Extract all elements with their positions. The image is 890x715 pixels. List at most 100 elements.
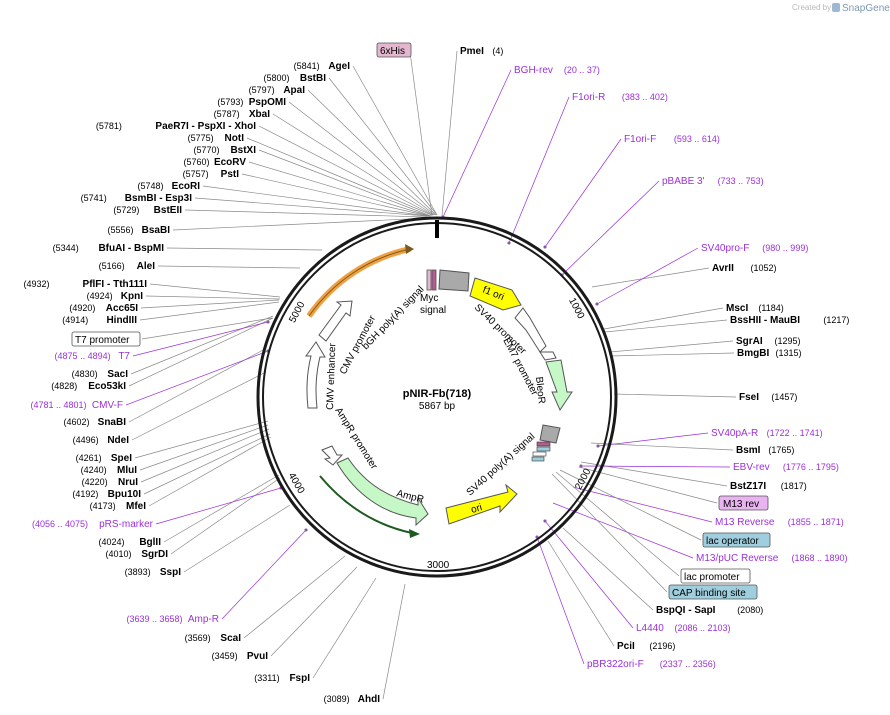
callout-line <box>555 471 680 577</box>
sv40-polya-box[interactable] <box>539 424 561 444</box>
enzyme-ahdi: AhdI <box>358 694 380 705</box>
enzyme-noti: NotI <box>225 133 245 144</box>
enzyme-ndei: NdeI <box>107 435 129 446</box>
lac-operator-label-box[interactable] <box>702 532 771 548</box>
enzyme-position-bmgbi: (1315) <box>776 348 802 358</box>
bleor-arrow[interactable] <box>545 359 573 412</box>
cap-binding-label-box[interactable] <box>668 584 758 600</box>
enzyme-position-nrui: (4220) <box>82 477 108 487</box>
callout-line <box>246 137 433 216</box>
callout-line <box>140 428 270 483</box>
tick-4000: 4000 <box>286 471 307 496</box>
cmv-promoter-arrow[interactable] <box>318 300 353 342</box>
primer-t7: T7 <box>118 351 130 362</box>
enzyme-position-fspi: (3311) <box>254 673 279 683</box>
primer-ebv-rev: EBV-rev <box>733 462 770 473</box>
bleor-label: BleoR <box>533 376 547 404</box>
cap-binding-box[interactable] <box>531 456 545 462</box>
primer-range-m13-puc-reverse: (1868 .. 1890) <box>792 553 848 563</box>
t7-promoter-label: T7 promoter <box>75 335 130 346</box>
enzyme-sspi: SspI <box>160 567 181 578</box>
primer-range-bgh-rev: (20 .. 37) <box>564 65 600 75</box>
callout-line <box>288 101 436 216</box>
enzyme-position-alei: (5166) <box>99 261 125 271</box>
his-tag-label-box[interactable] <box>376 42 412 58</box>
enzyme-bsmbi-esp3i: BsmBI - Esp3I <box>125 193 192 204</box>
callout-line <box>183 504 291 573</box>
sv40-polya-label: SV40 poly(A) signal <box>465 431 538 498</box>
enzyme-position-noti: (5775) <box>188 133 214 143</box>
callout-line <box>552 502 694 559</box>
enzyme-mfei: MfeI <box>126 501 146 512</box>
lac-promoter-box[interactable] <box>532 451 547 457</box>
enzyme-position-sspi: (3893) <box>125 567 151 577</box>
enzyme-position-bstbi: (5800) <box>263 73 289 83</box>
enzyme-alei: AleI <box>137 261 156 272</box>
m13-rev-box[interactable] <box>536 441 551 447</box>
enzyme-position-spei: (4261) <box>76 453 102 463</box>
callout-line <box>172 217 431 231</box>
enzyme-position-ndei: (4496) <box>73 435 99 445</box>
enzyme-position-avrii: (1052) <box>751 263 777 273</box>
enzyme-position-bsshii-maubi: (1217) <box>823 315 849 325</box>
callout-line <box>134 420 269 459</box>
primer-range-sv40pro-f: (980 .. 999) <box>762 243 808 253</box>
callout-line <box>202 185 429 217</box>
myc-tag-box[interactable] <box>426 269 432 291</box>
myc-signal-label: signal <box>420 305 446 316</box>
callout-line <box>170 477 281 555</box>
primer-bgh-rev: BGH-rev <box>514 65 553 76</box>
enzyme-position-eco53ki: (4828) <box>51 381 77 391</box>
primer-amp-r: Amp-R <box>188 614 219 625</box>
cmv-enhancer-arrow[interactable] <box>305 341 326 409</box>
snapgene-logo-text: SnapGene <box>842 3 890 14</box>
callout-line <box>243 555 346 639</box>
primer-site-mark <box>543 519 547 523</box>
boxed-feature-labels: 6xHis M13 rev lac operator lac promoter … <box>71 42 771 600</box>
t7-promoter-label-box[interactable] <box>71 331 141 347</box>
ori-arrow[interactable] <box>445 483 518 525</box>
enzyme-sgrdi: SgrDI <box>141 549 168 560</box>
enzyme-position-xbai: (5787) <box>214 109 240 119</box>
callout-line <box>580 465 731 468</box>
lac-operator-box[interactable] <box>536 446 551 452</box>
f1-ori-arrow[interactable] <box>469 277 522 311</box>
enzyme-position-snabi: (4602) <box>63 417 89 427</box>
enzyme-kpni: KpnI <box>121 291 143 302</box>
enzyme-position-pcii: (2196) <box>649 641 675 651</box>
callout-line <box>604 319 728 333</box>
primer-range-f1ori-f: (593 .. 614) <box>674 134 720 144</box>
enzyme-position-ecorv: (5760) <box>183 157 209 167</box>
ampr-promoter-arrow[interactable] <box>321 445 344 466</box>
callout-line <box>184 209 427 218</box>
em7-promoter-arrow[interactable] <box>539 351 557 361</box>
enzyme-xbai: XbaI <box>249 109 270 120</box>
callout-line <box>544 138 622 248</box>
enzyme-position-psti: (5757) <box>183 169 209 179</box>
enzyme-hindiii: HindIII <box>106 315 137 326</box>
primer-f1ori-r: F1ori-R <box>572 92 605 103</box>
his-tag-box[interactable] <box>431 269 437 291</box>
enzyme-snabi: SnaBI <box>98 417 127 428</box>
primer-range-ebv-rev: (1776 .. 1795) <box>783 462 839 472</box>
enzyme-paer7i-pspxi-xhoi: PaeR7I - PspXI - XhoI <box>155 121 256 132</box>
primer-site-mark <box>304 528 308 532</box>
enzyme-position-agei: (5841) <box>294 61 320 71</box>
enzyme-position-sgrai: (1295) <box>775 336 801 346</box>
lac-promoter-label-box[interactable] <box>680 568 751 584</box>
lac-promoter-label: lac promoter <box>684 572 740 583</box>
m13-rev-label-box[interactable] <box>718 495 769 511</box>
enzyme-position-pmei: (4) <box>492 46 503 56</box>
enzyme-position-saci: (4830) <box>72 369 98 379</box>
myc-label: Myc <box>420 293 438 304</box>
snapgene-logo-icon <box>832 3 840 12</box>
ampr-outer-arc <box>319 475 413 534</box>
bgh-polya-signal-box[interactable] <box>438 269 470 292</box>
callout-line <box>163 474 280 543</box>
ampr-arrow[interactable] <box>336 457 429 527</box>
enzyme-apai: ApaI <box>283 85 305 96</box>
callout-line <box>307 89 437 216</box>
enzyme-ecori: EcoRI <box>172 181 201 192</box>
enzyme-position-bsabi: (5556) <box>107 225 133 235</box>
